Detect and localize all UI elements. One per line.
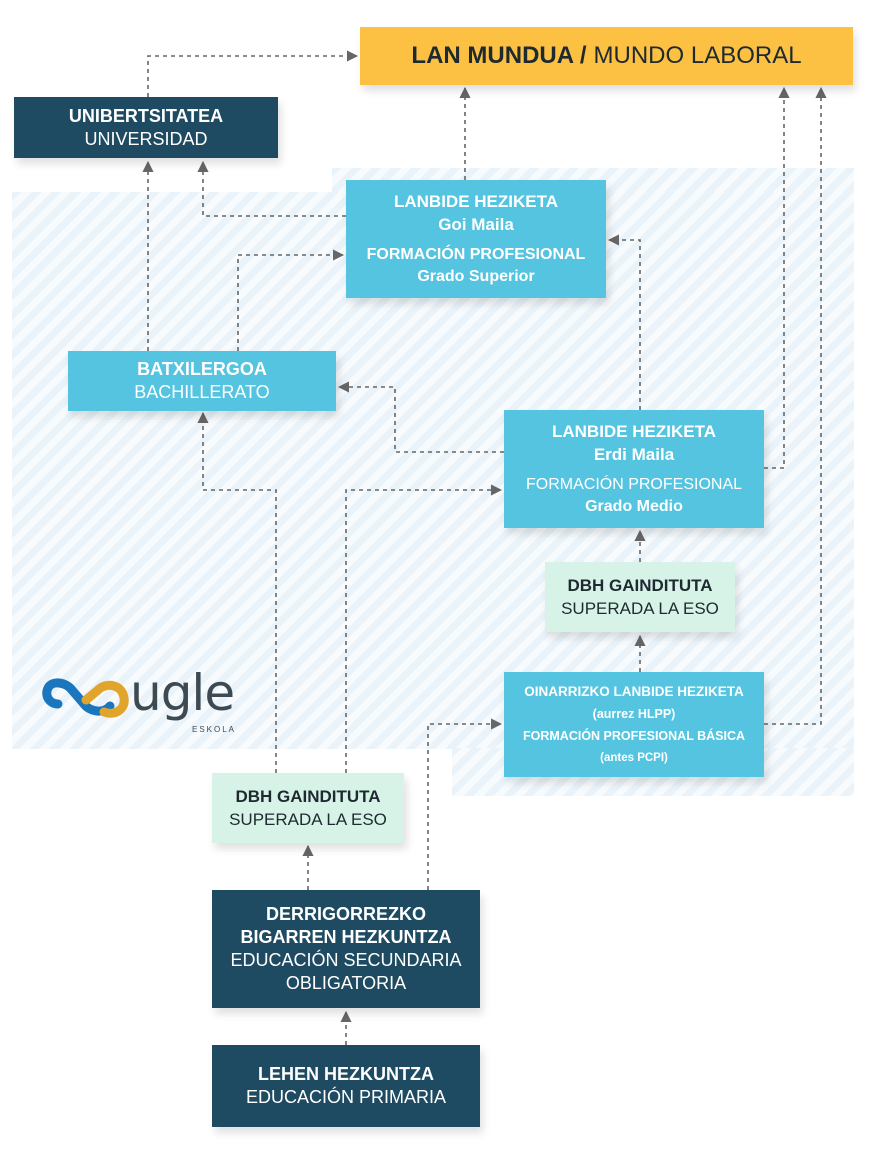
box-bachillerato: BATXILERGOA BACHILLERATO: [68, 351, 336, 411]
eso-eu-line2: BIGARREN HEZKUNTZA: [240, 927, 452, 947]
dbh-left-eu: DBH GAINDITUTA: [235, 787, 381, 806]
fp-goi-es-level: Grado Superior: [417, 268, 535, 285]
arrow-universidad-to-laboral: [147, 50, 359, 97]
box-universidad: UNIBERTSITATEA UNIVERSIDAD: [14, 97, 278, 158]
eso-es-line1: EDUCACIÓN SECUNDARIA: [230, 950, 462, 970]
primaria-es: EDUCACIÓN PRIMARIA: [245, 1087, 447, 1107]
fp-erdi-eu-level: Erdi Maila: [593, 445, 675, 464]
logo-sub: ESKOLA: [192, 725, 237, 734]
fp-basic-es: FORMACIÓN PROFESIONAL BÁSICA: [523, 728, 745, 743]
dbh-right-eu: DBH GAINDITUTA: [567, 576, 713, 595]
arrow-fperdi-to-batxilergoa: [337, 381, 504, 453]
ugle-logo: ugle ESKOLA: [40, 664, 250, 740]
fp-basic-eu: OINARRIZKO LANBIDE HEZIKETA: [524, 683, 744, 699]
arrow-dbhleft-to-batxilergoa: [197, 411, 277, 773]
fp-goi-es: FORMACIÓN PROFESIONAL: [366, 246, 586, 263]
fp-erdi-es-level: Grado Medio: [585, 498, 683, 515]
box-fp-grado-medio: LANBIDE HEZIKETA Erdi Maila FORMACIÓN PR…: [504, 410, 764, 528]
mundo-laboral-es: MUNDO LABORAL: [593, 42, 802, 69]
box-mundo-laboral: LAN MUNDUA / MUNDO LABORAL: [360, 27, 853, 85]
infinity-icon: [42, 678, 129, 718]
box-primaria: LEHEN HEZKUNTZA EDUCACIÓN PRIMARIA: [212, 1045, 480, 1127]
fp-erdi-es: FORMACIÓN PROFESIONAL: [525, 476, 743, 493]
mundo-laboral-eu: LAN MUNDUA /: [411, 42, 587, 69]
arrow-dbhleft-to-fperdi: [345, 484, 503, 773]
fp-goi-eu-level: Goi Maila: [438, 215, 514, 234]
box-eso: DERRIGORREZKO BIGARREN HEZKUNTZA EDUCACI…: [212, 890, 480, 1008]
box-fp-basica: OINARRIZKO LANBIDE HEZIKETA (aurrez HLPP…: [504, 672, 764, 777]
bachillerato-eu: BATXILERGOA: [137, 359, 267, 379]
arrow-batxilergoa-to-fpgoi: [237, 249, 345, 351]
universidad-es: UNIVERSIDAD: [84, 128, 208, 149]
dbh-left-es: SUPERADA LA ESO: [229, 810, 387, 829]
universidad-eu: UNIBERTSITATEA: [68, 105, 224, 126]
box-superada-eso-right: DBH GAINDITUTA SUPERADA LA ESO: [545, 562, 735, 632]
dbh-right-es: SUPERADA LA ESO: [561, 599, 719, 618]
fp-erdi-eu: LANBIDE HEZIKETA: [551, 422, 716, 441]
arrow-fpgoi-to-universidad: [197, 160, 346, 217]
eso-es-line2: OBLIGATORIA: [285, 973, 407, 993]
arrow-fperdi-to-laboral: [764, 86, 790, 469]
eso-eu-line1: DERRIGORREZKO: [265, 904, 426, 924]
fp-basic-es-note: (antes PCPI): [600, 751, 668, 764]
box-superada-eso-left: DBH GAINDITUTA SUPERADA LA ESO: [212, 773, 404, 843]
logo-name: ugle: [130, 664, 235, 722]
box-fp-grado-superior: LANBIDE HEZIKETA Goi Maila FORMACIÓN PRO…: [346, 180, 606, 298]
fp-basic-eu-note: (aurrez HLPP): [592, 706, 676, 721]
fp-goi-eu: LANBIDE HEZIKETA: [393, 192, 558, 211]
primaria-eu: LEHEN HEZKUNTZA: [258, 1064, 434, 1084]
bachillerato-es: BACHILLERATO: [134, 382, 270, 402]
arrow-fpbasic-to-laboral: [764, 86, 827, 725]
arrow-dbhoblig-to-fpbasic: [427, 718, 503, 890]
arrow-fperdi-to-fpgoi: [607, 234, 641, 410]
